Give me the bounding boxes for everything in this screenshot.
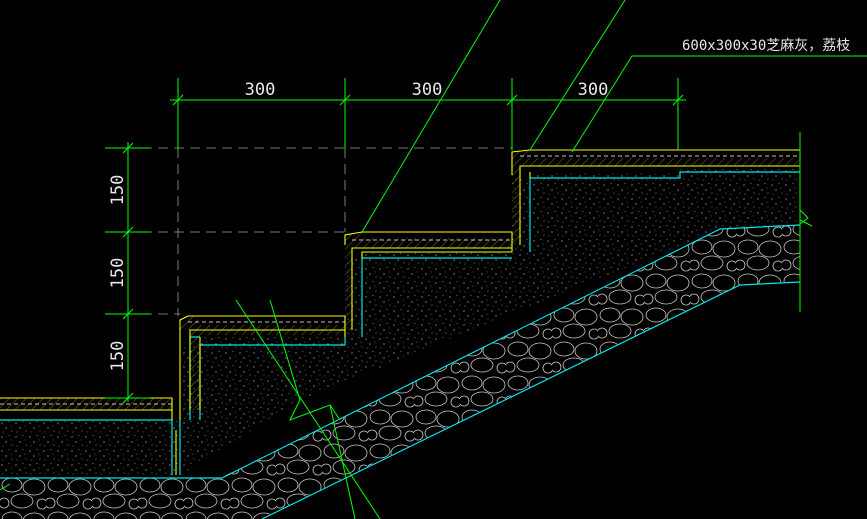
dim-h-2: 300 (412, 80, 443, 100)
material-callout: 600x300x30芝麻灰，荔枝 (682, 38, 850, 54)
vertical-dimension-texts: 150 150 150 (108, 175, 128, 372)
stone-layer (0, 149, 801, 475)
dim-v-3: 150 (108, 341, 128, 372)
horizontal-dimension-texts: 300 300 300 (245, 80, 609, 100)
dim-h-1: 300 (245, 80, 276, 100)
dim-h-3: 300 (578, 80, 609, 100)
dim-v-1: 150 (108, 175, 128, 206)
rubble-layer (0, 225, 800, 519)
dim-v-2: 150 (108, 258, 128, 289)
